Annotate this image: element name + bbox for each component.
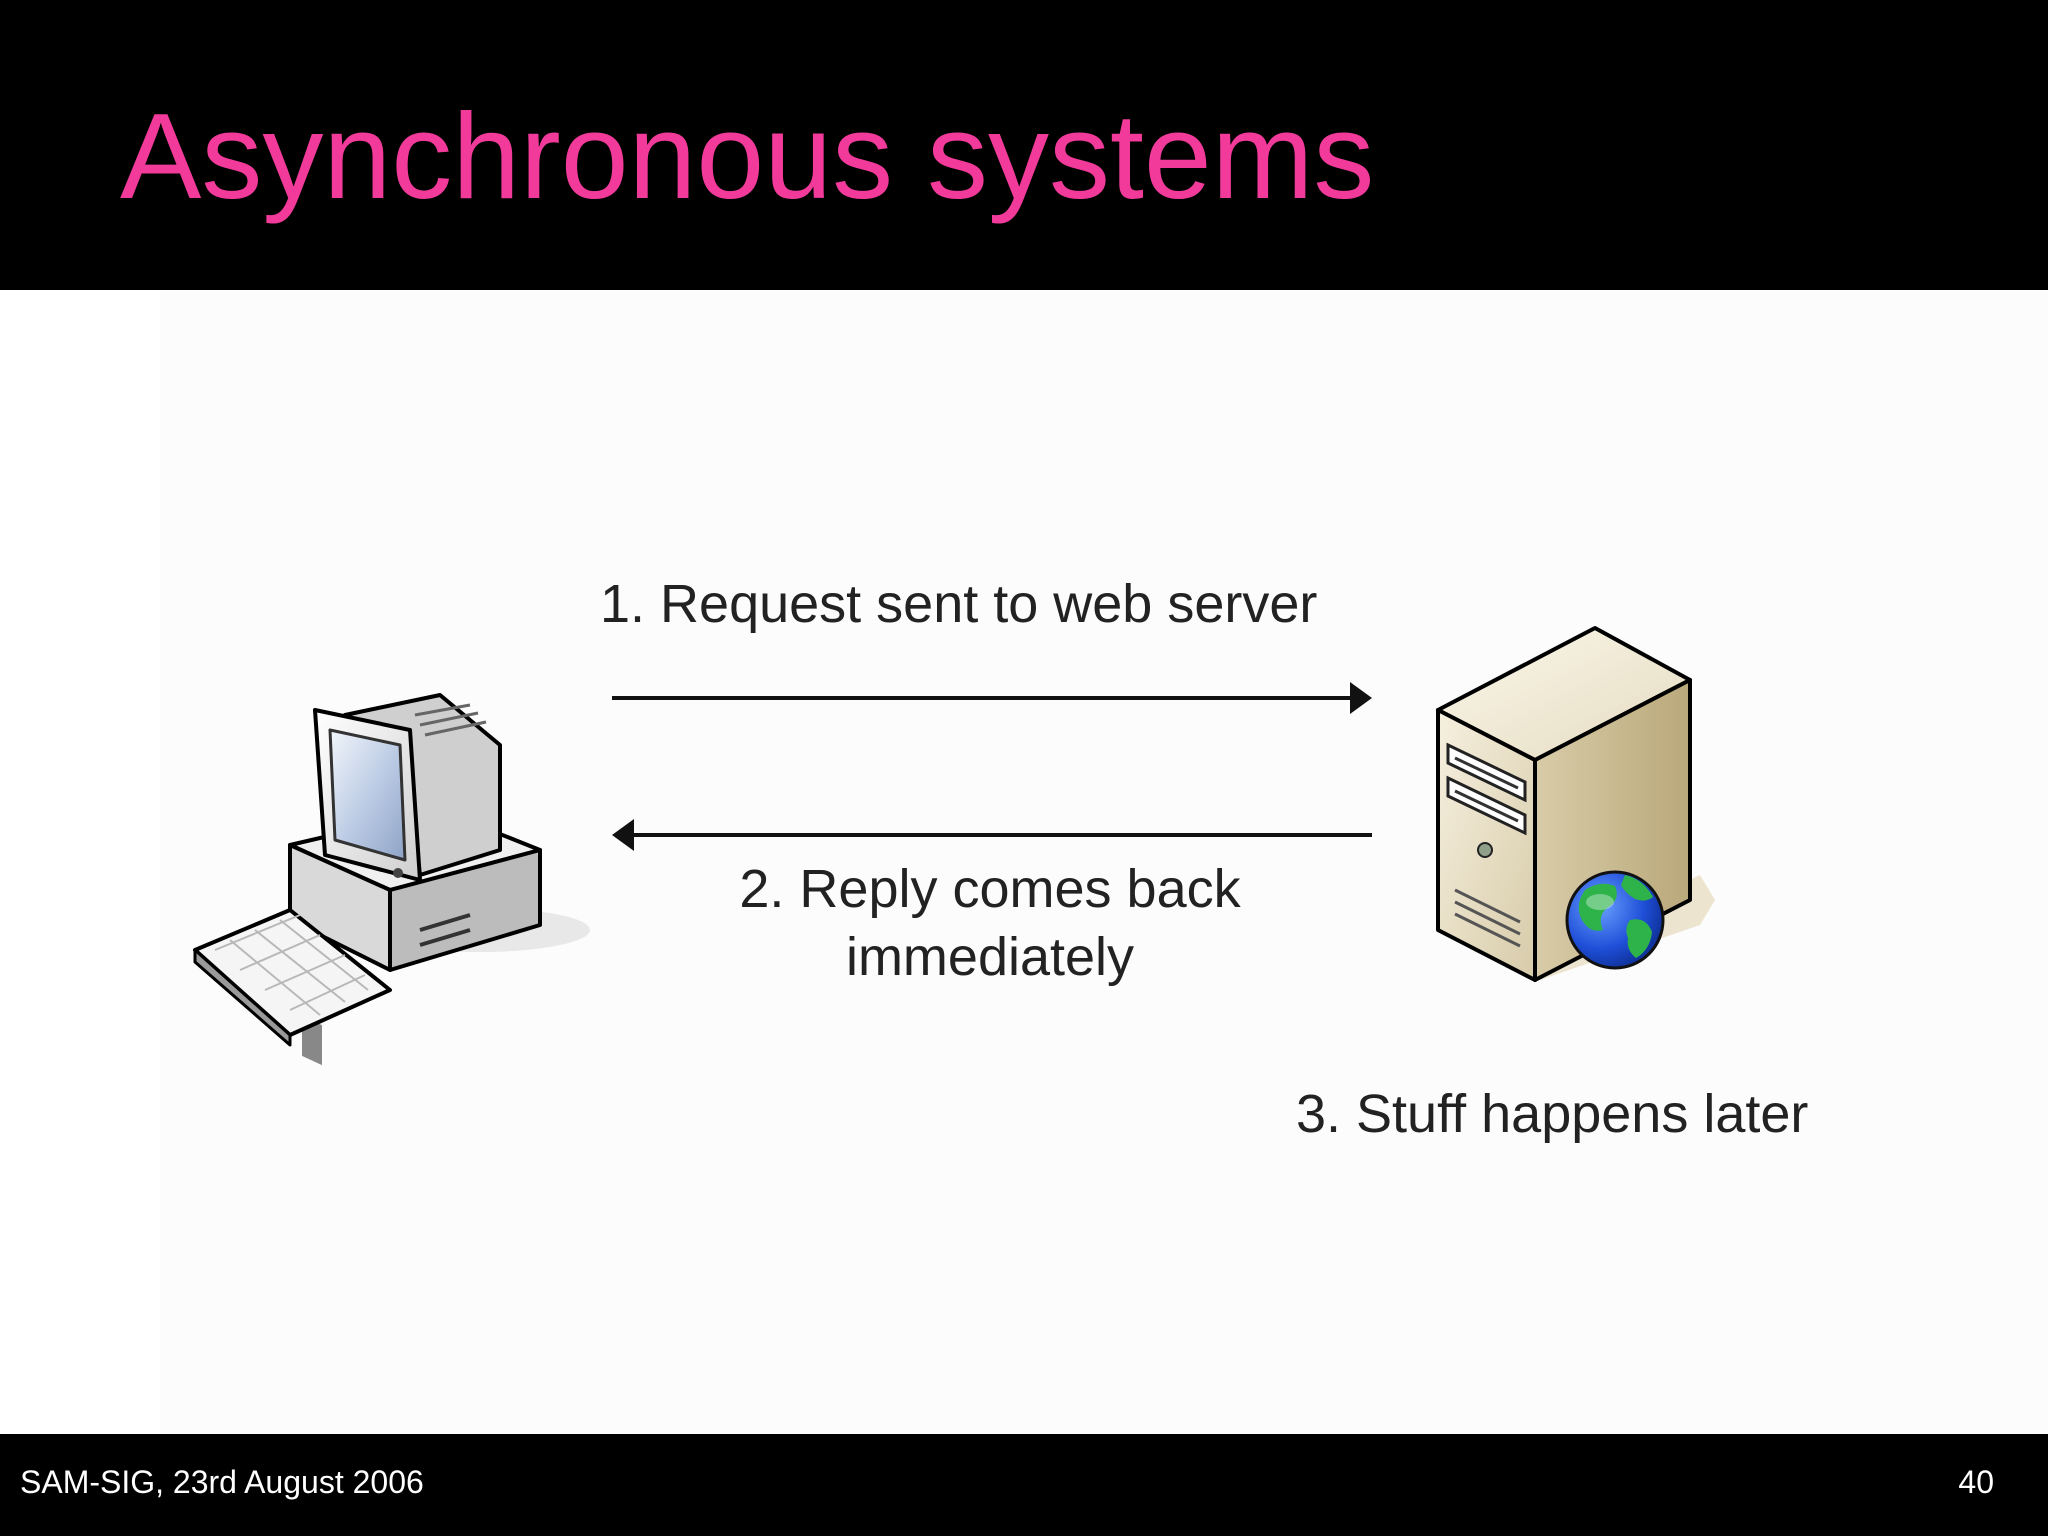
reply-arrow (612, 819, 1372, 851)
request-arrow (612, 682, 1372, 714)
reply-label: 2. Reply comes back immediately (739, 859, 1241, 987)
footer-bar: SAM-SIG, 23rd August 2006 40 (0, 1434, 2048, 1536)
title-bar: Asynchronous systems (0, 0, 2048, 290)
request-label: 1. Request sent to web server (600, 574, 1318, 634)
footer-event: SAM-SIG, 23rd August 2006 (20, 1464, 424, 1500)
slide-content: 1. Request sent to web server 2. Reply c… (0, 290, 2048, 1434)
web-server-globe-icon (1436, 626, 1715, 982)
later-label: 3. Stuff happens later (1296, 1084, 1809, 1144)
desktop-computer-icon (193, 693, 590, 1066)
slide-number: 40 (1958, 1464, 1994, 1500)
diagram (193, 626, 1715, 1066)
slide-title: Asynchronous systems (120, 88, 1375, 224)
